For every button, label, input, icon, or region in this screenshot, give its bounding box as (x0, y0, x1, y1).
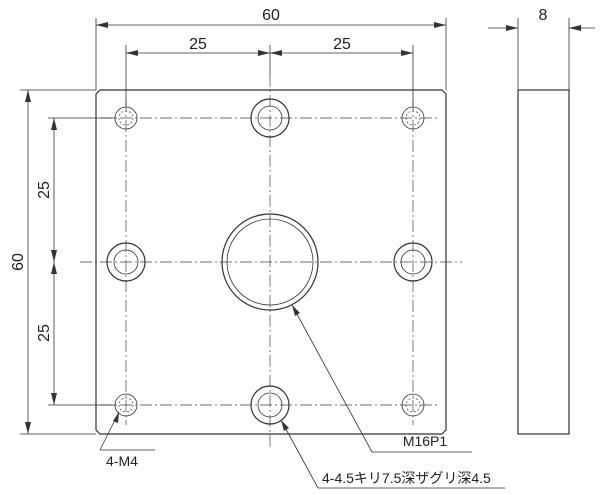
dim-line-thickness (488, 25, 595, 31)
tapped-hole-top-right (401, 106, 425, 130)
side-view-plate (517, 89, 570, 435)
dim-overall-width: 60 (262, 7, 280, 24)
tapped-hole-bottom-right (401, 393, 425, 417)
dim-line-right-pitch (270, 50, 413, 56)
dim-right-pitch: 25 (333, 36, 351, 53)
dim-left-pitch: 25 (189, 36, 207, 53)
leader-center-thread (291, 304, 472, 453)
callout-center-thread: M16P1 (403, 433, 448, 449)
counterbored-hole-top (250, 98, 290, 138)
dim-thickness: 8 (539, 7, 548, 24)
counterbored-hole-left (106, 242, 146, 282)
leader-counterbored-holes (280, 419, 505, 489)
callout-tapped-holes: 4-M4 (106, 453, 138, 469)
leader-tapped-holes (99, 411, 155, 451)
dim-upper-pitch: 25 (36, 181, 53, 199)
center-threaded-hole (221, 213, 319, 311)
counterbored-hole-bottom (250, 385, 290, 425)
callout-counterbored-holes: 4-4.5キリ7.5深ザグリ深4.5 (322, 470, 491, 486)
dim-line-overall-height (25, 90, 31, 434)
dim-line-left-pitch (126, 50, 270, 56)
dim-line-upper-pitch (51, 118, 57, 262)
counterbored-hole-right (393, 242, 433, 282)
dim-overall-height: 60 (10, 253, 27, 271)
dim-line-lower-pitch (51, 262, 57, 405)
dim-line-overall-width (96, 22, 446, 28)
dim-lower-pitch: 25 (36, 324, 53, 342)
plate-outline (95, 89, 447, 435)
